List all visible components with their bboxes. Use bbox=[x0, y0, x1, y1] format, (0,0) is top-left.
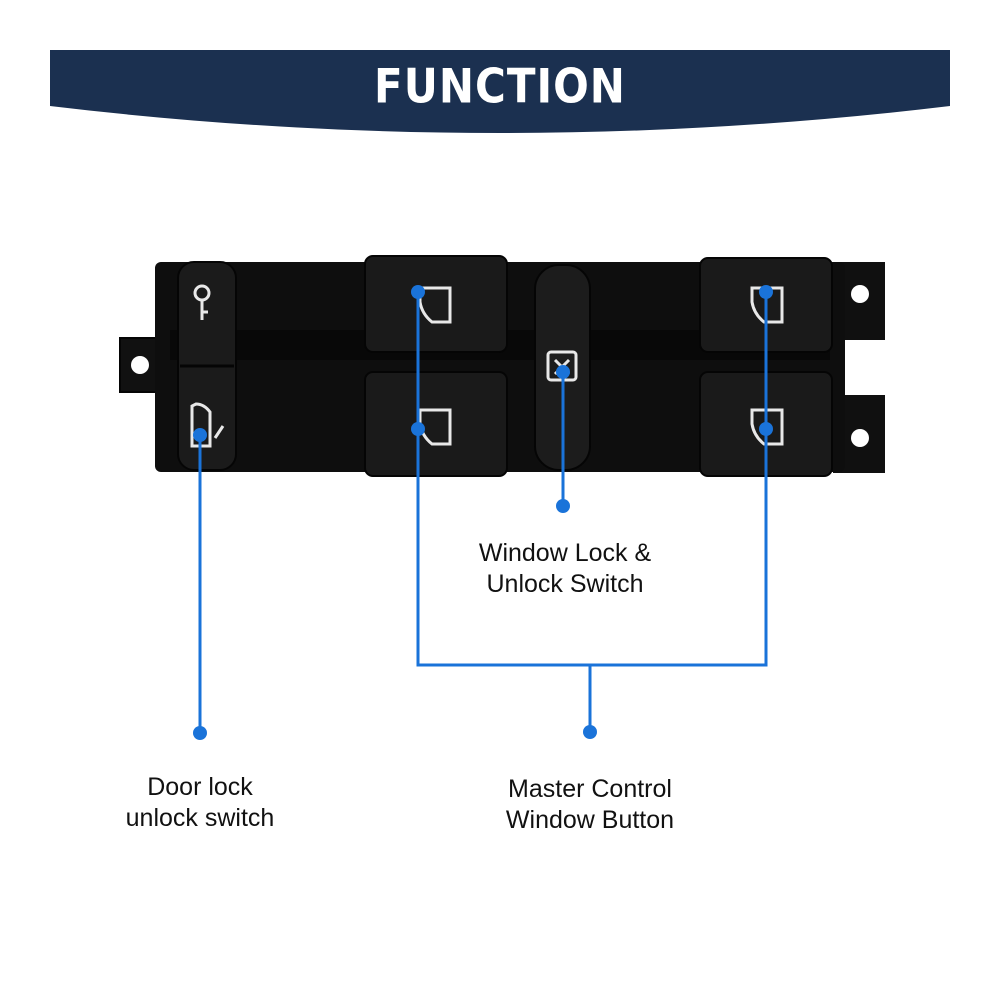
door-lock-switch[interactable] bbox=[177, 261, 237, 471]
master-control-label-line2: Window Button bbox=[505, 806, 675, 834]
door-lock-icon bbox=[190, 402, 225, 448]
window-down-icon bbox=[750, 408, 784, 446]
door-lock-label: Door lock unlock switch bbox=[80, 772, 320, 834]
door-lock-label-line1: Door lock bbox=[147, 773, 253, 801]
window-up-icon bbox=[750, 286, 784, 324]
door-lock-label-line2: unlock switch bbox=[125, 804, 275, 832]
master-control-label-line1: Master Control bbox=[508, 775, 672, 803]
window-up-icon bbox=[418, 286, 452, 324]
callout-lines bbox=[198, 292, 768, 733]
switch-housing bbox=[155, 262, 845, 472]
function-banner bbox=[50, 50, 950, 133]
master-control-label: Master Control Window Button bbox=[440, 774, 740, 836]
window-lock-label-line2: Unlock Switch bbox=[486, 570, 644, 598]
window-switch-front-left[interactable] bbox=[364, 255, 508, 477]
key-icon bbox=[193, 284, 211, 320]
banner-title: FUNCTION bbox=[374, 59, 626, 114]
window-lock-label-line1: Window Lock & bbox=[478, 539, 652, 567]
window-lock-label: Window Lock & Unlock Switch bbox=[430, 538, 700, 600]
left-mounting-tab bbox=[119, 337, 161, 393]
callout-dots bbox=[193, 285, 773, 740]
